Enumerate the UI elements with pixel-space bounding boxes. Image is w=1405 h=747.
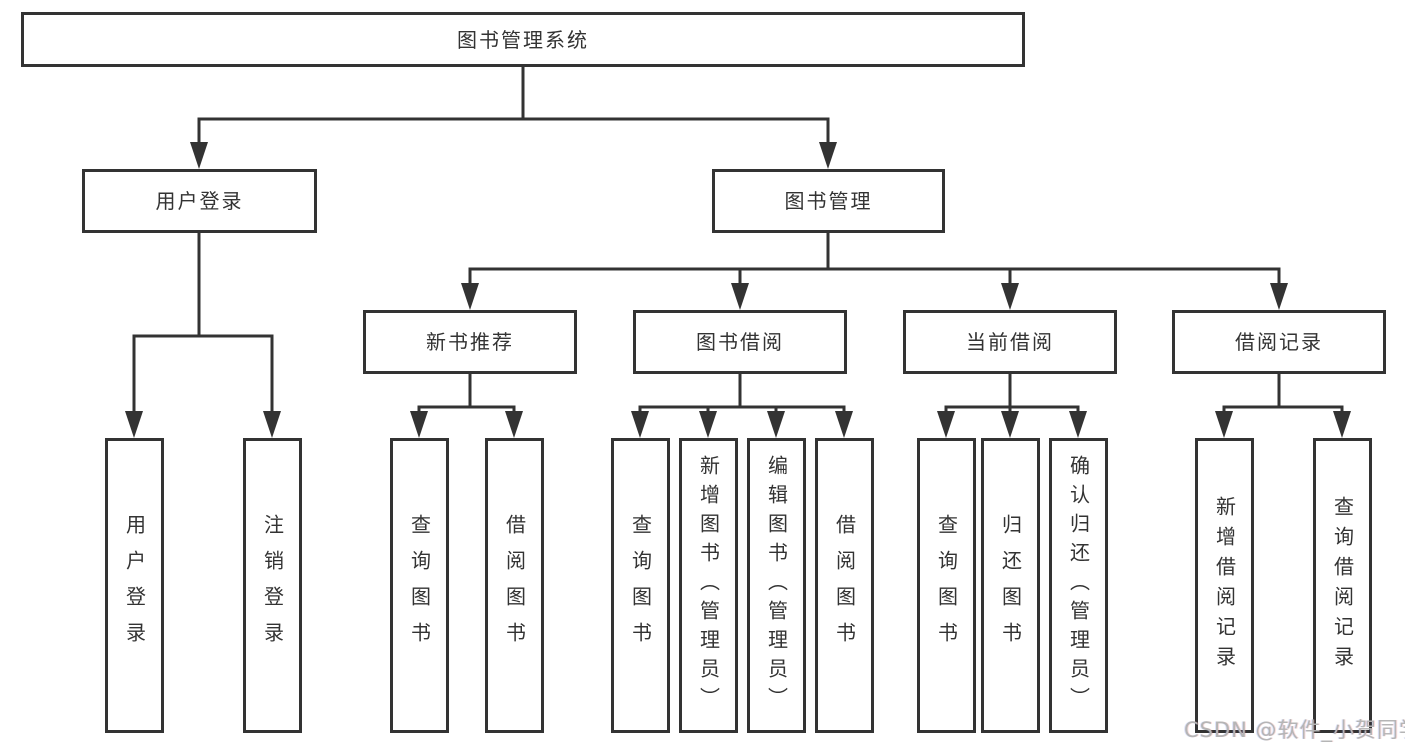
leaf-query-borrow-record: 查询借阅记录: [1313, 438, 1372, 733]
leaf-query-books-current: 查询图书: [917, 438, 976, 733]
node-book-management: 图书管理: [712, 169, 945, 233]
node-borrow-records-label: 借阅记录: [1235, 330, 1323, 354]
node-user-login-label: 用户登录: [155, 189, 244, 213]
node-current-borrow-label: 当前借阅: [966, 330, 1054, 354]
leaf-query-books-current-label: 查询图书: [934, 513, 959, 658]
node-current-borrow: 当前借阅: [903, 310, 1117, 374]
leaf-return-book: 归还图书: [981, 438, 1040, 733]
leaf-edit-book-admin: 编辑图书（管理员）: [747, 438, 806, 733]
node-user-login: 用户登录: [82, 169, 317, 233]
leaf-add-book-admin-label: 新增图书（管理员）: [696, 455, 721, 716]
node-book-borrow-label: 图书借阅: [696, 330, 784, 354]
leaf-confirm-return-admin-label: 确认归还（管理员）: [1066, 455, 1091, 716]
leaf-add-book-admin: 新增图书（管理员）: [679, 438, 738, 733]
leaf-add-borrow-record: 新增借阅记录: [1195, 438, 1254, 733]
leaf-confirm-return-admin: 确认归还（管理员）: [1049, 438, 1108, 733]
leaf-logout-login: 注销登录: [243, 438, 302, 733]
node-book-borrow: 图书借阅: [633, 310, 847, 374]
node-new-book-recommend: 新书推荐: [363, 310, 577, 374]
leaf-borrow-books-label: 借阅图书: [832, 513, 857, 658]
leaf-query-borrow-record-label: 查询借阅记录: [1330, 495, 1355, 676]
node-book-management-label: 图书管理: [784, 189, 873, 213]
leaf-add-borrow-record-label: 新增借阅记录: [1212, 495, 1237, 676]
node-root: 图书管理系统: [21, 12, 1025, 67]
leaf-query-books-recommend-label: 查询图书: [407, 513, 432, 658]
node-root-label: 图书管理系统: [457, 27, 589, 52]
leaf-edit-book-admin-label: 编辑图书（管理员）: [764, 455, 789, 716]
node-borrow-records: 借阅记录: [1172, 310, 1386, 374]
leaf-query-books-recommend: 查询图书: [390, 438, 449, 733]
watermark: CSDN @软件_小贺同学: [1184, 718, 1405, 742]
leaf-user-login-label: 用户登录: [122, 513, 147, 658]
arrow-down-icons: [125, 142, 1351, 438]
leaf-logout-login-label: 注销登录: [260, 513, 285, 658]
leaf-query-books-borrow-label: 查询图书: [628, 513, 653, 658]
leaf-query-books-borrow: 查询图书: [611, 438, 670, 733]
leaf-borrow-books-recommend: 借阅图书: [485, 438, 544, 733]
leaf-return-book-label: 归还图书: [998, 513, 1023, 658]
leaf-borrow-books-recommend-label: 借阅图书: [502, 513, 527, 658]
leaf-user-login: 用户登录: [105, 438, 164, 733]
leaf-borrow-books: 借阅图书: [815, 438, 874, 733]
node-new-book-recommend-label: 新书推荐: [426, 330, 514, 354]
